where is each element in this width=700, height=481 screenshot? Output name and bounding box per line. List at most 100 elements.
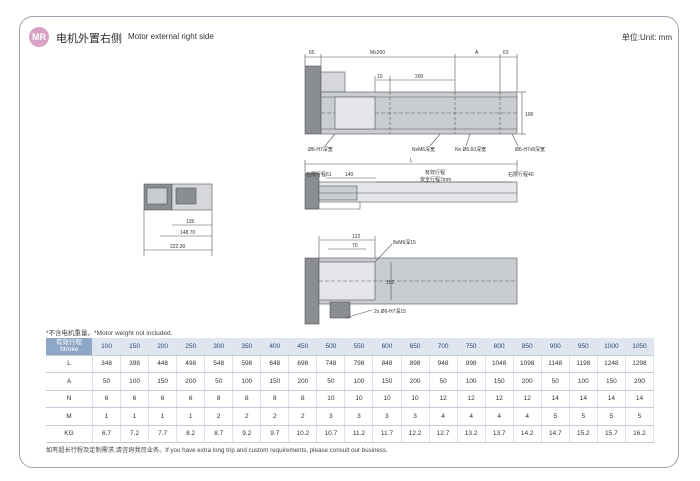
side-view [304, 160, 518, 210]
table-cell: 15.7 [597, 425, 626, 443]
table-cell: 14 [569, 390, 598, 408]
table-cell: 100 [569, 372, 598, 391]
table-cell: 398 [120, 355, 150, 373]
table-cell: 6 [120, 390, 150, 408]
table-cell: 8 [204, 390, 234, 408]
table-cell: 898 [401, 355, 430, 373]
table-cell: 8 [232, 390, 262, 408]
stroke-cell: 750 [457, 338, 486, 356]
table-cell: 15.2 [569, 425, 598, 443]
table-cell: 5 [625, 407, 655, 426]
dim-63: 63 [503, 50, 509, 56]
stroke-cell: 650 [401, 338, 430, 356]
table-cell: 150 [372, 372, 402, 391]
table-cell: 11.2 [344, 425, 374, 443]
table-cell: 448 [148, 355, 178, 373]
stroke-cell: 400 [260, 338, 290, 356]
table-cell: 6.7 [92, 425, 122, 443]
table-cell: 2 [260, 407, 290, 426]
table-cell: 10 [344, 390, 374, 408]
stroke-cell: 1050 [625, 338, 655, 356]
dim-135: 135 [186, 219, 195, 225]
table-cell: 2 [204, 407, 234, 426]
table-cell: 1 [120, 407, 150, 426]
carriage-view [304, 236, 518, 325]
table-cell: 100 [344, 372, 374, 391]
table-cell: 16.2 [625, 425, 655, 443]
dim-122: 122 [352, 234, 361, 240]
stroke-cell: 500 [316, 338, 346, 356]
table-cell: 50 [92, 372, 122, 391]
table-cell: 7.7 [148, 425, 178, 443]
table-cell: 3 [344, 407, 374, 426]
table-cell: 9.7 [260, 425, 290, 443]
page-title-en: Motor external right side [128, 32, 214, 41]
dim-a: A [475, 50, 479, 56]
page-title-cn: 电机外置右侧 [56, 33, 122, 45]
table-cell: 5 [541, 407, 570, 426]
table-header-row: 有效行程 Stroke 100 150 200 250 300 350 400 … [46, 338, 655, 356]
table-cell: 3 [401, 407, 430, 426]
stroke-cell: 1000 [597, 338, 626, 356]
table-cell: 748 [316, 355, 346, 373]
callout-pin-hole-right: Ø6-H7x8深宽 [515, 146, 545, 153]
table-cell: 200 [513, 372, 542, 391]
dim-106: 106 [525, 112, 534, 118]
table-cell: 2 [288, 407, 318, 426]
table-cell: 6 [176, 390, 206, 408]
callout-pin-hole: Ø6-H7深宽 [308, 146, 333, 153]
table-cell: 12 [513, 390, 542, 408]
table-cell: 150 [597, 372, 626, 391]
table-cell: 100 [120, 372, 150, 391]
table-cell: 10.2 [288, 425, 318, 443]
table-cell: 10.7 [316, 425, 346, 443]
row-label: N [46, 390, 93, 408]
table-cell: 9.2 [232, 425, 262, 443]
page-frame [19, 16, 679, 468]
callout-nxm6: NxM6深宽 [412, 146, 435, 153]
table-cell: 50 [204, 372, 234, 391]
table-cell: 12.2 [401, 425, 430, 443]
callout-nx66: Nx Ø6.60深宽 [455, 146, 486, 153]
table-cell: 4 [429, 407, 458, 426]
table-cell: 200 [176, 372, 206, 391]
table-cell: 1248 [597, 355, 626, 373]
table-cell: 14.2 [513, 425, 542, 443]
table-cell: 348 [92, 355, 122, 373]
table-cell: 1048 [485, 355, 514, 373]
dim-mx200: Mx200 [370, 50, 385, 56]
table-cell: 13.7 [485, 425, 514, 443]
end-view [143, 183, 213, 256]
row-label: KG [46, 425, 93, 443]
table-cell: 998 [457, 355, 486, 373]
table-cell: 50 [541, 372, 570, 391]
table-cell: 3 [316, 407, 346, 426]
table-cell: 12 [457, 390, 486, 408]
table-cell: 14 [541, 390, 570, 408]
table-cell: 1 [176, 407, 206, 426]
table-cell: 8.7 [204, 425, 234, 443]
stroke-cell: 950 [569, 338, 598, 356]
table-cell: 200 [288, 372, 318, 391]
stroke-cell: 900 [541, 338, 570, 356]
stroke-cell: 300 [204, 338, 234, 356]
safe-stroke: 安全行程7mm [420, 176, 451, 183]
table-cell: 11.7 [372, 425, 402, 443]
callout-2x6h7: 2x Ø6-H7深15 [374, 308, 406, 315]
table-cell: 1 [92, 407, 122, 426]
table-cell: 1148 [541, 355, 570, 373]
callout-8xm6: 8xM6深15 [393, 239, 416, 246]
table-cell: 100 [232, 372, 262, 391]
dim-140: 140 [345, 172, 354, 178]
stroke-cell: 850 [513, 338, 542, 356]
effective-stroke: 有效行程 [425, 169, 445, 176]
table-cell: 498 [176, 355, 206, 373]
row-label: L [46, 355, 93, 373]
dim-10: 10 [377, 74, 383, 80]
table-cell: 6 [148, 390, 178, 408]
